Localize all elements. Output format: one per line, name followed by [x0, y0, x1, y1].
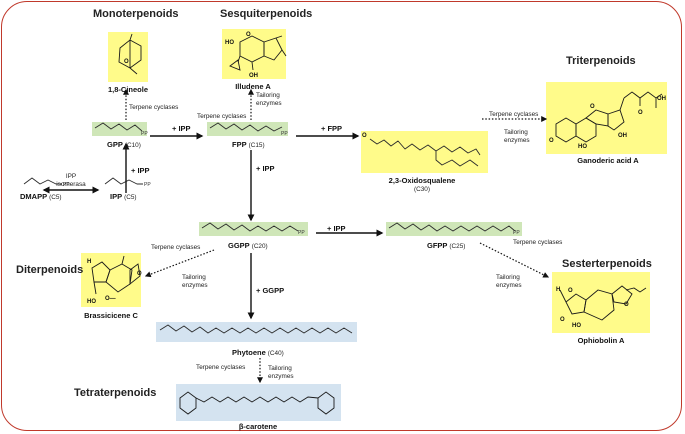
te-sesqui-label-1: Tailoring — [256, 92, 280, 99]
phytoene-chain — [159, 324, 353, 334]
oxidosqualene-epoxide-o: O — [362, 133, 367, 139]
ganoderic-ketone-o: O — [590, 104, 595, 110]
te-tetra-label-2: enzymes — [268, 373, 294, 380]
te-sester-label-1: Tailoring — [496, 274, 520, 281]
gpp-label: GPP(C10) — [107, 140, 141, 149]
title-diterpenoids: Diterpenoids — [16, 264, 83, 276]
cineole-structure — [118, 33, 142, 75]
plus-ipp-fpp-label: + IPP — [172, 124, 191, 133]
title-monoterpenoids: Monoterpenoids — [93, 8, 179, 20]
ganoderic-label: Ganoderic acid A — [577, 156, 639, 165]
title-sesterterpenoids: Sesterterpenoids — [562, 258, 652, 270]
tc-mono-label: Terpene cyclases — [129, 104, 178, 111]
isomerase-label-1: IPP — [66, 173, 76, 180]
phytoene-highlight — [156, 322, 357, 342]
brassicicene-o: O — [137, 271, 142, 277]
gfpp-chain — [388, 222, 516, 232]
ganoderic-oh: OH — [618, 133, 627, 139]
brassicicene-h: H — [87, 259, 91, 265]
ipp-chain — [104, 177, 143, 185]
gfpp-label: GFPP(C25) — [427, 241, 465, 250]
title-sesquiterpenoids: Sesquiterpenoids — [220, 8, 312, 20]
ganoderic-structure — [555, 91, 663, 143]
plus-ipp-ggpp-label: + IPP — [256, 164, 275, 173]
te-sester-label-2: enzymes — [496, 282, 522, 289]
ophiobolin-label: Ophiobolin A — [578, 336, 625, 345]
gpp-pp: PP — [141, 131, 148, 137]
gfpp-highlight — [386, 222, 522, 236]
ophiobolin-highlight — [552, 272, 650, 333]
tc-sester-label: Terpene cyclases — [513, 239, 562, 246]
cineole-label: 1,8-Cineole — [108, 85, 148, 94]
plus-ggpp-label: + GGPP — [256, 286, 284, 295]
tc-sesqui-label: Terpene cyclases — [197, 113, 246, 120]
tc-di-label: Terpene cyclases — [151, 244, 200, 251]
illudene-label: Illudene A — [235, 82, 271, 91]
ophiobolin-ring-o: O — [624, 302, 629, 308]
isomerase-label-2: isomerasa — [56, 181, 86, 188]
te-di-label-1: Tailoring — [182, 274, 206, 281]
ganoderic-acid-oh: OH — [657, 96, 666, 102]
plus-ipp-gfpp-label: + IPP — [327, 224, 346, 233]
oxidosqualene-chain — [369, 138, 481, 156]
ophiobolin-ho: HO — [572, 323, 581, 329]
cineole-highlight — [108, 32, 148, 82]
brassicicene-label: Brassicicene C — [84, 311, 138, 320]
ggpp-label: GGPP(C20) — [228, 241, 268, 250]
oxidosqualene-label: 2,3-Oxidosqualene — [389, 176, 456, 185]
illudene-ketone-o: O — [246, 32, 251, 38]
dmapp-label: DMAPP(C5) — [20, 192, 62, 201]
ganoderic-ring-o: O — [549, 138, 554, 144]
illudene-structure — [229, 35, 287, 71]
carotene-label: β-carotene — [239, 422, 277, 431]
ophiobolin-ketone-o: O — [560, 317, 565, 323]
brassicicene-ho: HO — [87, 299, 96, 305]
phytoene-label: Phytoene(C40) — [232, 348, 284, 357]
ggpp-chain — [201, 222, 299, 232]
ophiobolin-h: H — [556, 287, 560, 293]
gfpp-pp: PP — [513, 230, 520, 236]
te-tri-label-1: Tailoring — [504, 129, 528, 136]
te-di-label-2: enzymes — [182, 282, 208, 289]
title-triterpenoids: Triterpenoids — [566, 55, 636, 67]
ggpp-pp: PP — [298, 230, 305, 236]
fpp-highlight — [207, 122, 288, 136]
te-tetra-label-1: Tailoring — [268, 365, 292, 372]
ganoderic-side-o: O — [638, 110, 643, 116]
carotene-structure — [179, 391, 335, 415]
illudene-oh: OH — [249, 73, 258, 79]
plus-ipp-gpp-label: + IPP — [131, 166, 150, 175]
dmapp-chain — [23, 177, 62, 185]
fpp-pp: PP — [281, 131, 288, 137]
oxidosqualene-highlight — [361, 131, 488, 173]
ipp-label: IPP(C5) — [110, 192, 137, 201]
ophiobolin-structure — [559, 285, 647, 321]
illudene-ho: HO — [225, 40, 234, 46]
dmapp-pp: PP — [63, 182, 70, 188]
fpp-chain — [209, 122, 283, 132]
tc-tetra-label: Terpene cyclases — [196, 364, 245, 371]
fpp-label: FPP(C15) — [232, 140, 265, 149]
ganoderic-ho: HO — [578, 144, 587, 150]
gfpp-to-ophiobolin-arrow — [479, 242, 550, 278]
brassicicene-structure — [91, 255, 141, 295]
ggpp-to-brassicicene-arrow — [144, 249, 215, 278]
oxidosqualene-carbons: (C30) — [414, 186, 430, 193]
gpp-chain — [94, 122, 143, 132]
plus-fpp-label: + FPP — [321, 124, 342, 133]
brassicicene-ether-o: O— — [105, 296, 116, 302]
ipp-pp: PP — [144, 182, 151, 188]
ophiobolin-aldehyde-o: O — [568, 288, 573, 294]
title-tetraterpenoids: Tetraterpenoids — [74, 387, 156, 399]
cineole-oxygen: O — [124, 59, 129, 65]
tc-tri-label: Terpene cyclases — [489, 111, 538, 118]
te-sesqui-label-2: enzymes — [256, 100, 282, 107]
carotene-highlight — [176, 384, 341, 421]
te-tri-label-2: enzymes — [504, 137, 530, 144]
